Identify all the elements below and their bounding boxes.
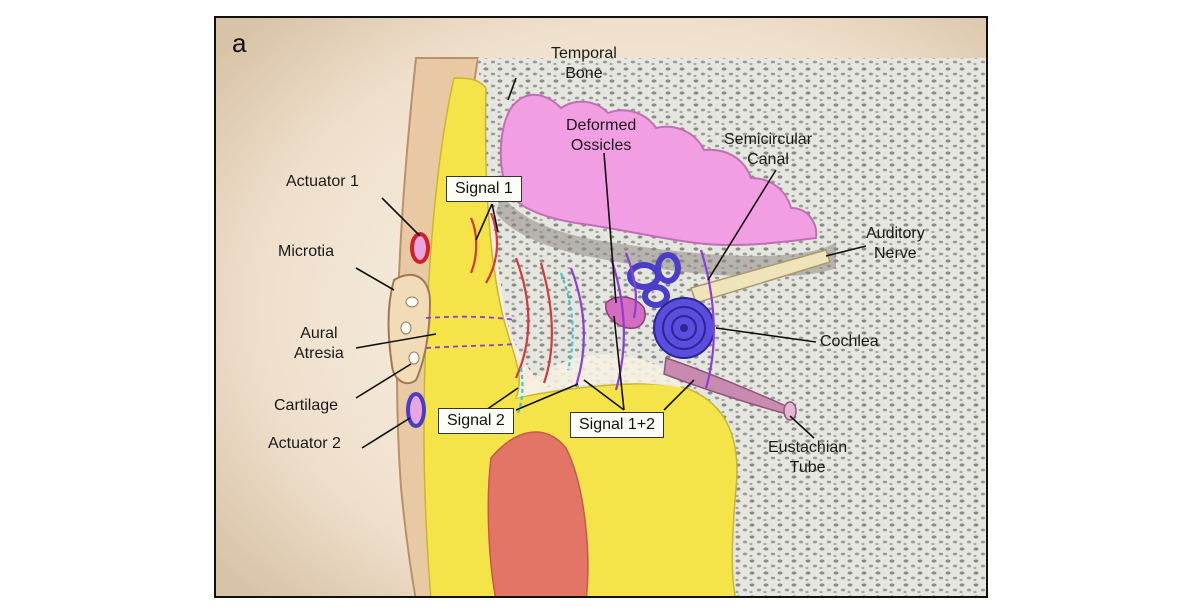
actuator-2-shape <box>406 392 426 428</box>
label-cochlea: Cochlea <box>820 333 879 350</box>
label-microtia: Microtia <box>278 243 335 260</box>
signal-1-waves <box>469 212 554 384</box>
label-actuator-1: Actuator 1 <box>286 173 359 190</box>
cochlea-shape <box>653 297 715 359</box>
leader-lines <box>355 77 867 449</box>
label-actuator-2: Actuator 2 <box>268 435 341 452</box>
actuator-1-shape <box>410 232 430 264</box>
aural-atresia-lines <box>425 315 517 349</box>
signal-1-box: Signal 1 <box>446 176 522 202</box>
microtia-ear-shape <box>387 274 432 385</box>
semicircular-canal-shape <box>627 252 681 308</box>
label-cartilage: Cartilage <box>274 397 339 414</box>
middle-ear-cavity <box>516 354 681 398</box>
brain-lobe <box>499 93 818 247</box>
muscle-region <box>487 431 589 596</box>
signal-1-2-waves <box>569 249 715 391</box>
signal-2-waves <box>516 272 574 414</box>
eustachian-tube-opening <box>783 401 797 421</box>
signal-1-2-box: Signal 1+2 <box>570 412 665 438</box>
auditory-nerve <box>690 249 831 304</box>
ear-anatomy-illustration <box>216 18 986 596</box>
signal-2-box: Signal 2 <box>438 408 514 434</box>
panel-letter: a <box>232 28 247 58</box>
